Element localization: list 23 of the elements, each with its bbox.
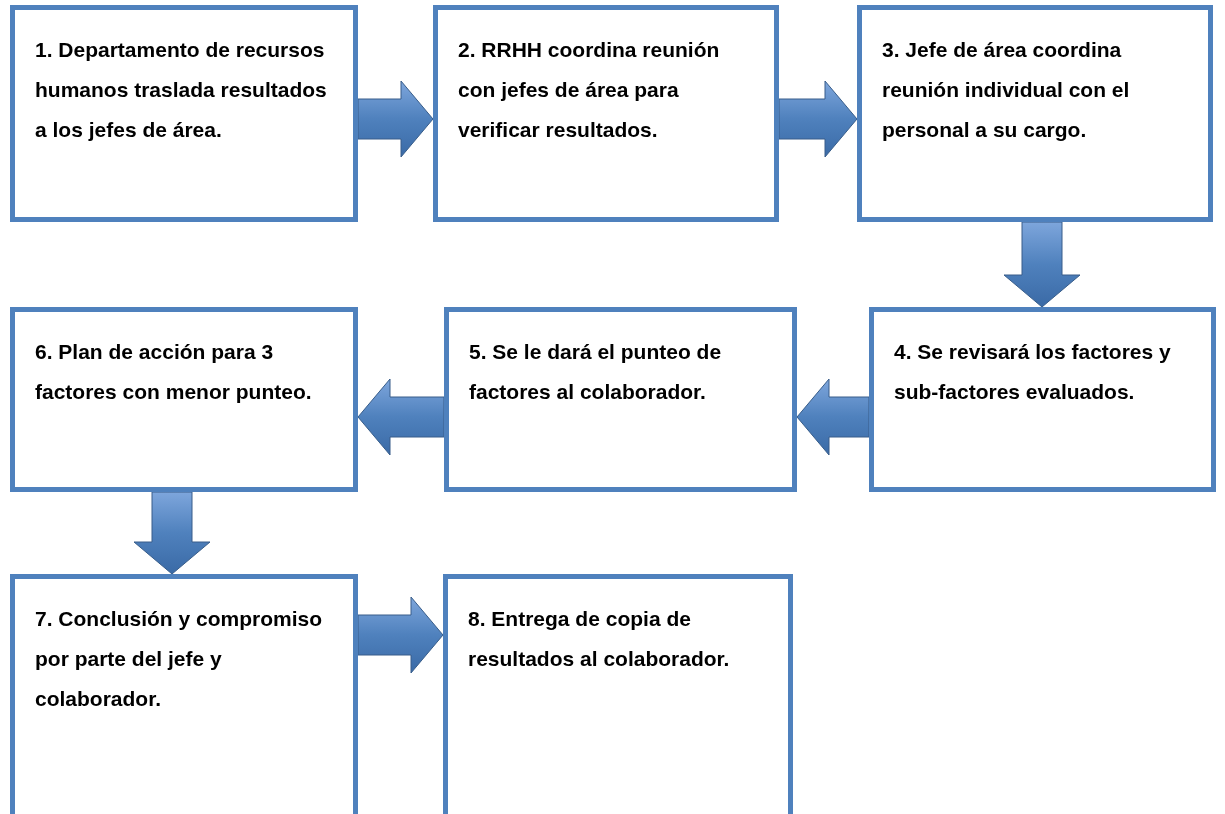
step-text: 8. Entrega de copia de resultados al colaborador. [468,606,731,672]
step-text: 7. Conclusión y compromiso por parte del jefe y colaborador. [35,606,324,712]
process-box [10,307,358,492]
process-box [857,5,1213,222]
process-box [444,307,797,492]
step-text: 3. Jefe de área coordina reunión individual con el personal a su cargo. [882,37,1131,143]
block-arrow [796,378,870,456]
process-box [433,5,779,222]
process-box [10,5,358,222]
step-text: 1. Departamento de recursos humanos traslada resultados a los jefes de área. [35,37,328,143]
block-arrow [778,80,858,158]
step-text: 5. Se le dará el punteo de factores al colaborador. [469,339,723,405]
block-arrow [133,491,211,575]
block-arrow [357,80,434,158]
block-arrow [357,378,445,456]
step-text: 6. Plan de acción para 3 factores con menor punteo. [35,339,313,405]
process-box [443,574,793,814]
step-text: 2. RRHH coordina reunión con jefes de área para verificar resultados. [458,37,721,143]
process-box [10,574,358,814]
process-box [869,307,1216,492]
block-arrow [1003,221,1081,308]
step-text: 4. Se revisará los factores y sub-factores evaluados. [894,339,1172,405]
block-arrow [357,596,444,674]
